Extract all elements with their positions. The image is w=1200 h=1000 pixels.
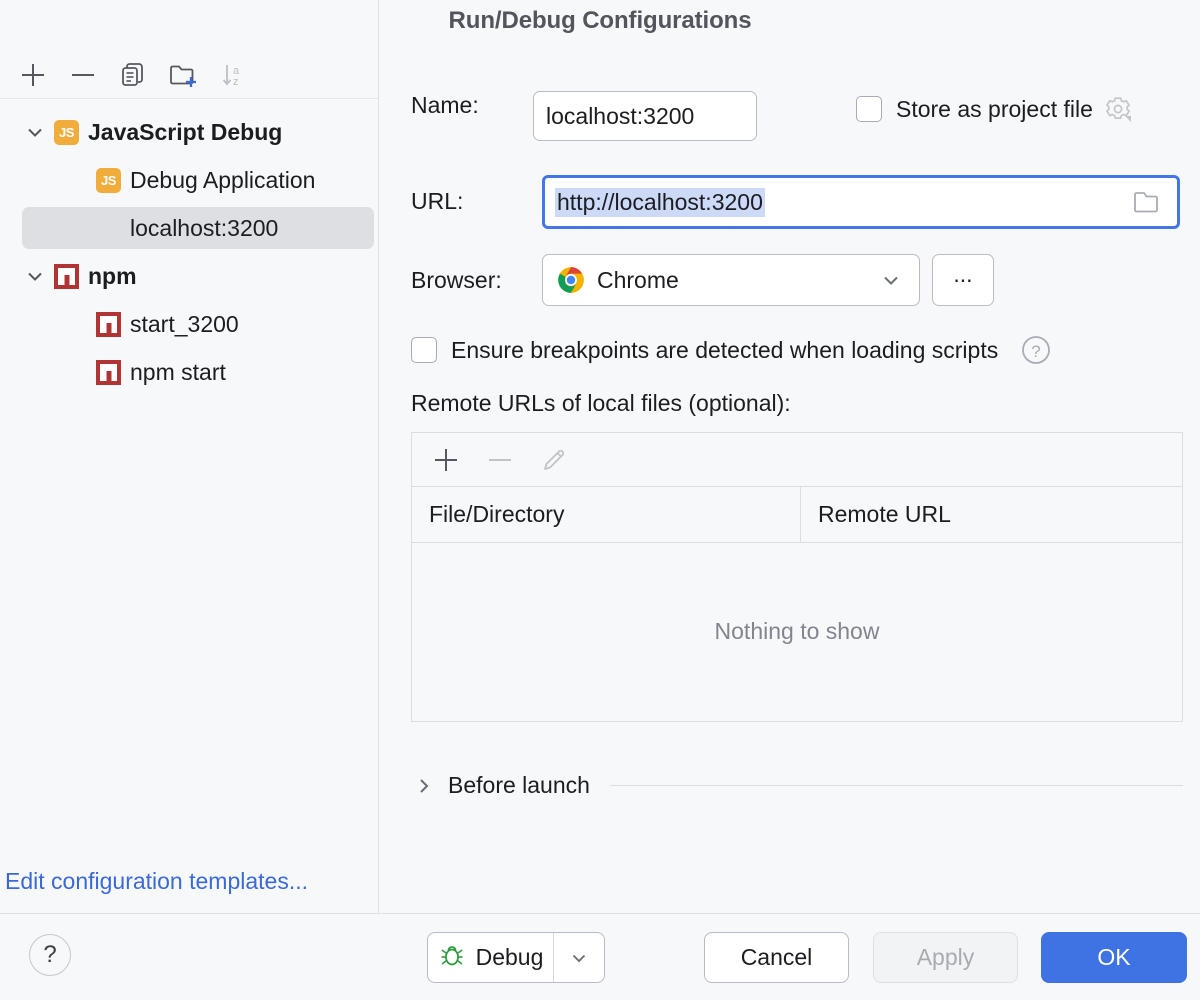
store-as-project-file-row: Store as project file — [856, 94, 1133, 124]
debug-button-label: Debug — [475, 944, 544, 970]
tree-group-javascript-debug[interactable]: JS JavaScript Debug — [0, 108, 379, 156]
configurations-sidebar: a z JS JavaScript Debug JS Debug Applica… — [0, 0, 379, 913]
configurations-tree: JS JavaScript Debug JS Debug Application… — [0, 108, 379, 396]
svg-text:a: a — [233, 65, 240, 77]
new-folder-button[interactable] — [158, 55, 208, 95]
remote-urls-toolbar — [412, 433, 1182, 487]
chevron-down-icon[interactable] — [22, 263, 48, 289]
tree-item-npm-start[interactable]: npm start — [0, 348, 379, 396]
debug-split-button[interactable]: Debug — [427, 932, 605, 983]
debug-button[interactable]: Debug — [428, 933, 553, 982]
chevron-down-icon[interactable] — [22, 119, 48, 145]
npm-icon — [96, 311, 121, 337]
before-launch-divider — [609, 785, 1183, 786]
tree-item-debug-application[interactable]: JS Debug Application — [0, 156, 379, 204]
tree-group-npm[interactable]: npm — [0, 252, 379, 300]
help-circle-icon[interactable]: ? — [1020, 334, 1052, 366]
help-button[interactable]: ? — [29, 934, 71, 976]
remote-urls-empty-message: Nothing to show — [714, 618, 880, 644]
folder-icon[interactable] — [1131, 188, 1161, 216]
ok-button[interactable]: OK — [1041, 932, 1187, 983]
dialog-title: Run/Debug Configurations — [448, 7, 752, 34]
tree-item-label: npm start — [130, 358, 226, 385]
remove-configuration-button[interactable] — [58, 55, 108, 95]
tree-item-label: JavaScript Debug — [88, 118, 283, 145]
ensure-breakpoints-checkbox[interactable] — [411, 337, 437, 363]
browser-more-button[interactable]: ... — [932, 254, 994, 306]
name-input[interactable]: localhost:3200 — [533, 91, 757, 141]
remote-urls-table: File/Directory Remote URL Nothing to sho… — [411, 432, 1183, 722]
configuration-form: Name: localhost:3200 Store as project fi… — [380, 52, 1200, 913]
store-as-project-file-label: Store as project file — [896, 95, 1093, 122]
remove-remote-url-button[interactable] — [480, 440, 520, 480]
column-header-file-directory: File/Directory — [412, 487, 801, 542]
npm-icon — [96, 359, 121, 385]
tree-item-label: npm — [88, 262, 137, 289]
chrome-icon — [557, 266, 585, 294]
url-label: URL: — [411, 188, 464, 214]
js-icon: JS — [96, 167, 121, 193]
browser-label: Browser: — [411, 267, 502, 293]
browser-select-value: Chrome — [597, 266, 679, 293]
copy-configuration-button[interactable] — [108, 55, 158, 95]
sidebar-toolbar: a z — [0, 52, 378, 99]
dialog-footer: ? Debug — [0, 913, 1200, 1000]
url-input[interactable]: http://localhost:3200 — [542, 175, 1180, 229]
name-label: Name: — [411, 92, 479, 118]
browser-row: Browser: — [411, 267, 502, 294]
ensure-breakpoints-row: Ensure breakpoints are detected when loa… — [411, 334, 1052, 366]
edit-remote-url-button[interactable] — [534, 440, 574, 480]
tree-item-label: localhost:3200 — [130, 214, 279, 241]
chevron-down-icon[interactable] — [879, 268, 903, 292]
tree-item-localhost-3200[interactable]: JS localhost:3200 — [0, 204, 379, 252]
remote-urls-title: Remote URLs of local files (optional): — [411, 390, 791, 416]
svg-text:z: z — [233, 76, 239, 88]
browser-select[interactable]: Chrome — [542, 254, 920, 306]
before-launch-section[interactable]: Before launch — [411, 772, 1183, 799]
tree-item-start-3200[interactable]: start_3200 — [0, 300, 379, 348]
sort-configurations-button[interactable]: a z — [208, 55, 258, 95]
tree-item-label: start_3200 — [130, 310, 239, 337]
npm-icon — [54, 263, 79, 289]
bug-icon — [438, 941, 466, 974]
url-input-value: http://localhost:3200 — [555, 187, 765, 217]
add-configuration-button[interactable] — [8, 55, 58, 95]
edit-configuration-templates-link[interactable]: Edit configuration templates... — [5, 868, 308, 894]
before-launch-label: Before launch — [448, 772, 590, 798]
svg-text:?: ? — [1031, 342, 1040, 361]
url-row: URL: — [411, 188, 463, 215]
tree-item-label: Debug Application — [130, 166, 316, 193]
column-header-remote-url: Remote URL — [818, 501, 951, 527]
cancel-button[interactable]: Cancel — [704, 932, 849, 983]
js-icon: JS — [54, 119, 79, 145]
apply-button[interactable]: Apply — [873, 932, 1018, 983]
chevron-right-icon[interactable] — [411, 775, 437, 797]
debug-dropdown-button[interactable] — [553, 933, 604, 982]
remote-urls-header-row: File/Directory Remote URL — [412, 487, 1182, 543]
ensure-breakpoints-label: Ensure breakpoints are detected when loa… — [451, 336, 999, 363]
tree-selection-highlight — [22, 207, 374, 249]
add-remote-url-button[interactable] — [426, 440, 466, 480]
gear-icon[interactable] — [1103, 94, 1133, 124]
store-as-project-file-checkbox[interactable] — [856, 96, 882, 122]
name-row: Name: — [411, 92, 479, 119]
